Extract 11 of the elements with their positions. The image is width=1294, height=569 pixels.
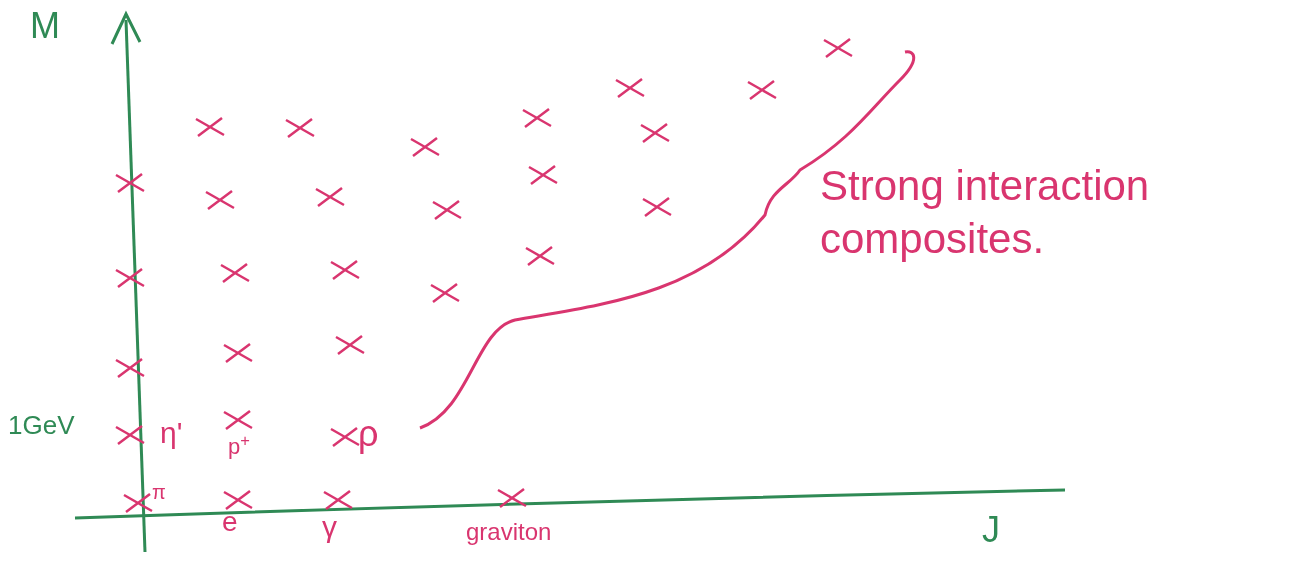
particle-label: π xyxy=(152,482,166,502)
axis-label: M xyxy=(30,8,60,44)
particle-label: p$^{+}$ xyxy=(228,436,250,458)
axis-label: J xyxy=(982,512,1000,548)
particle-label: e xyxy=(222,508,238,536)
particle-label: ρ xyxy=(358,416,379,452)
axis-label: 1GeV xyxy=(8,412,75,438)
region-note: Strong interaction composites. xyxy=(820,161,1151,264)
particle-label: graviton xyxy=(466,520,552,544)
particle-label: γ xyxy=(322,512,337,542)
particle-label: η' xyxy=(160,418,183,448)
